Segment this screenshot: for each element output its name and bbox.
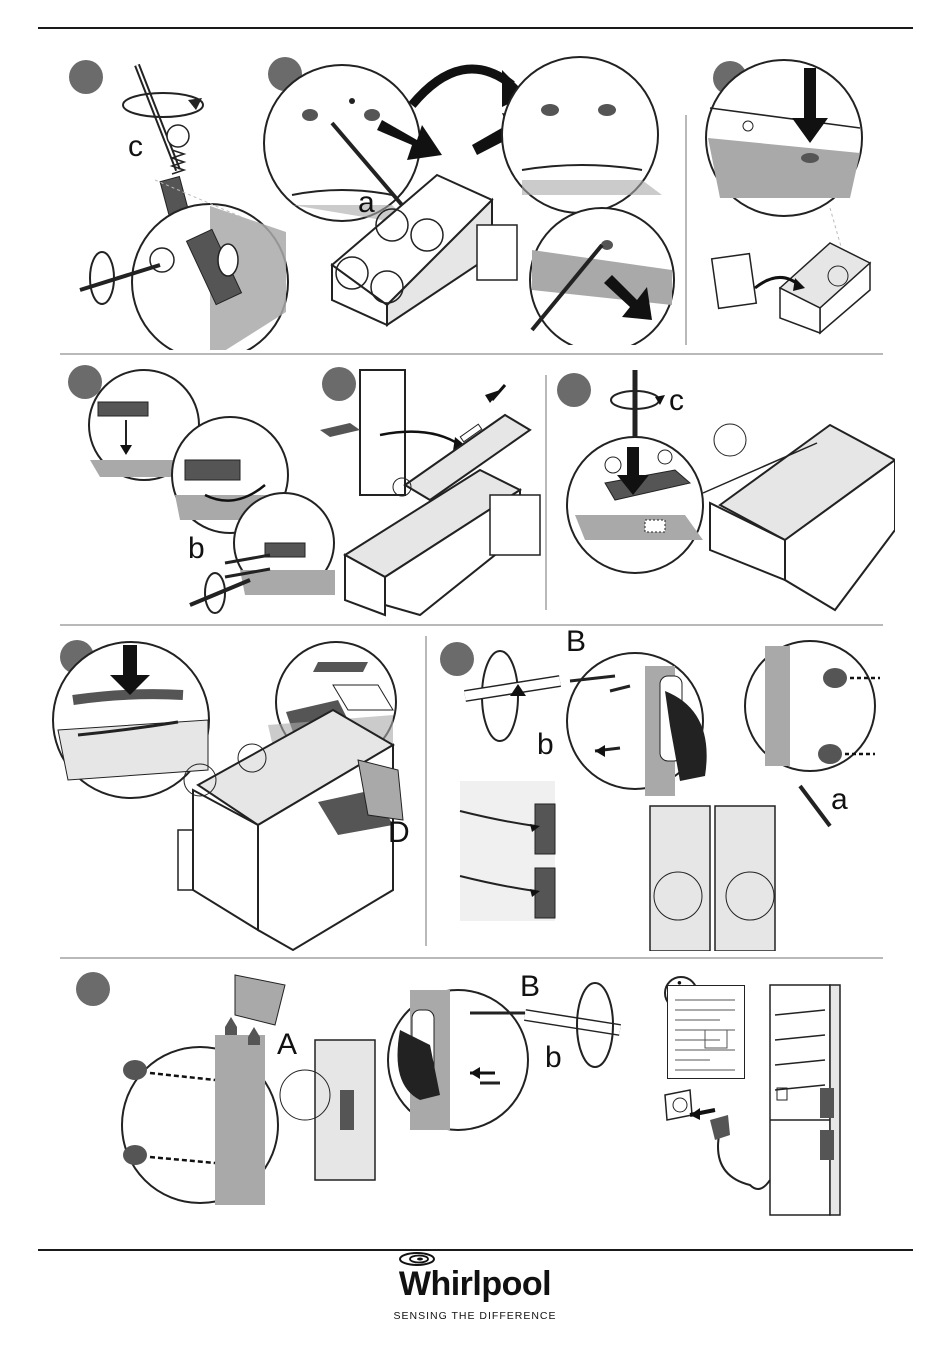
panel-final-assembly (100, 965, 660, 1235)
label-D: D (388, 818, 410, 848)
whirlpool-logo: Whirlpool (399, 1265, 551, 1304)
panel-handle-reversal (440, 636, 890, 951)
panel-drawer-plugs (262, 55, 682, 345)
label-B-row3: B (566, 627, 586, 657)
panel-door-placement (320, 365, 545, 620)
panel-hinge-brackets (60, 365, 340, 620)
label-c-row2: c (669, 386, 684, 416)
row-separator-3 (60, 957, 883, 959)
label-c-row1: c (128, 132, 143, 162)
panel-top-hinge (555, 365, 895, 620)
col-separator-row2 (545, 375, 547, 610)
label-b-row2: b (188, 534, 205, 564)
label-A: A (277, 1030, 297, 1060)
panel-hinge-screw (60, 60, 290, 350)
swirl-logo-icon (397, 1251, 437, 1267)
row-separator-1 (60, 353, 883, 355)
label-b-row3: b (537, 730, 554, 760)
col-separator-row1 (685, 115, 687, 345)
panel-caps-cover (48, 640, 418, 955)
brand-tagline: SENSING THE DIFFERENCE (0, 1310, 950, 1322)
label-B-row4: B (520, 972, 540, 1002)
label-a-row1: a (358, 188, 375, 218)
row-separator-2 (60, 624, 883, 626)
label-b-row4: b (545, 1043, 562, 1073)
panel-power-connection (650, 970, 910, 1230)
bottom-rule (38, 1249, 913, 1251)
panel-plug-insert (700, 58, 880, 343)
footer-brand: Whirlpool SENSING THE DIFFERENCE (0, 1265, 950, 1322)
col-separator-row3 (425, 636, 427, 946)
label-a-row3: a (831, 785, 848, 815)
brand-name: Whirlpool (399, 1265, 551, 1304)
top-rule (38, 27, 913, 29)
